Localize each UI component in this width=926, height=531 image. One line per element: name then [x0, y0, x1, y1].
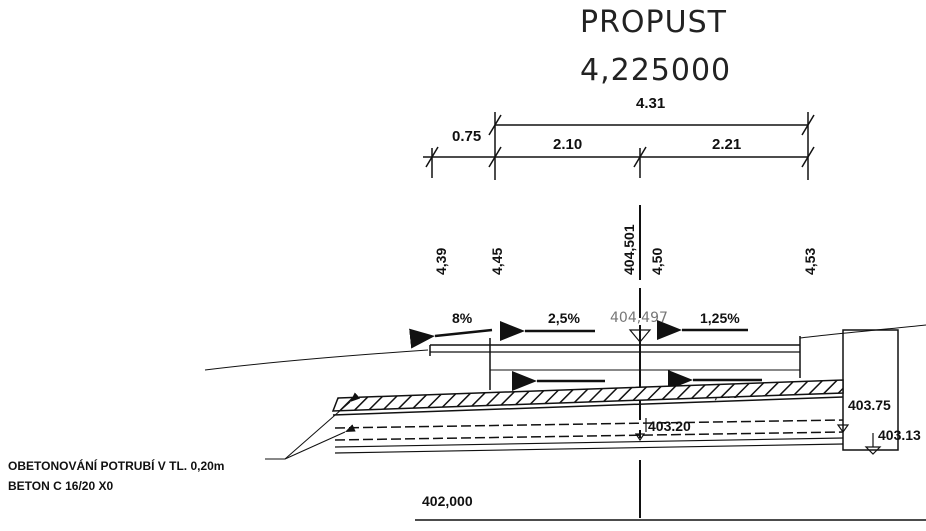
width-label-2: 4,45 — [489, 248, 505, 275]
width-label-3: 4,50 — [649, 248, 665, 275]
width-label-1: 4,39 — [433, 248, 449, 275]
slope-label-2: 2,5% — [548, 310, 580, 326]
level-marker-top-icon — [628, 329, 652, 343]
road-section — [204, 324, 926, 451]
title-line1: PROPUST — [580, 5, 727, 40]
concrete-encasement-hatch — [331, 379, 844, 412]
note-line-2: BETON C 16/20 X0 — [8, 479, 113, 493]
dimension-middle: 2.10 — [553, 136, 582, 153]
width-label-4: 4,53 — [802, 248, 818, 275]
right-bottom-level-label: 403.13 — [878, 427, 921, 443]
note-leader-lines — [265, 392, 361, 460]
axis-level-label: 404,501 — [621, 224, 637, 275]
dimension-overall: 4.31 — [636, 95, 665, 112]
dimension-right: 2.21 — [712, 136, 741, 153]
slope-arrows — [409, 320, 762, 391]
pipe-level-label: 403.20 — [648, 418, 691, 434]
dimension-left: 0.75 — [452, 128, 481, 145]
level-marker-pipe-icon — [634, 433, 646, 442]
slope-label-3: 1,25% — [700, 310, 740, 326]
datum-level-label: 402,000 — [422, 493, 473, 509]
pipe-lines — [332, 396, 844, 454]
note-line-1: OBETONOVÁNÍ POTRUBÍ V TL. 0,20m — [8, 458, 224, 473]
top-level-label: 404,497 — [610, 310, 668, 326]
level-marker-right-top-icon — [836, 424, 850, 434]
right-top-level-label: 403.75 — [848, 397, 891, 413]
slope-label-1: 8% — [452, 310, 473, 326]
title-line2: 4,225000 — [580, 53, 731, 88]
dimension-lines — [423, 112, 815, 180]
